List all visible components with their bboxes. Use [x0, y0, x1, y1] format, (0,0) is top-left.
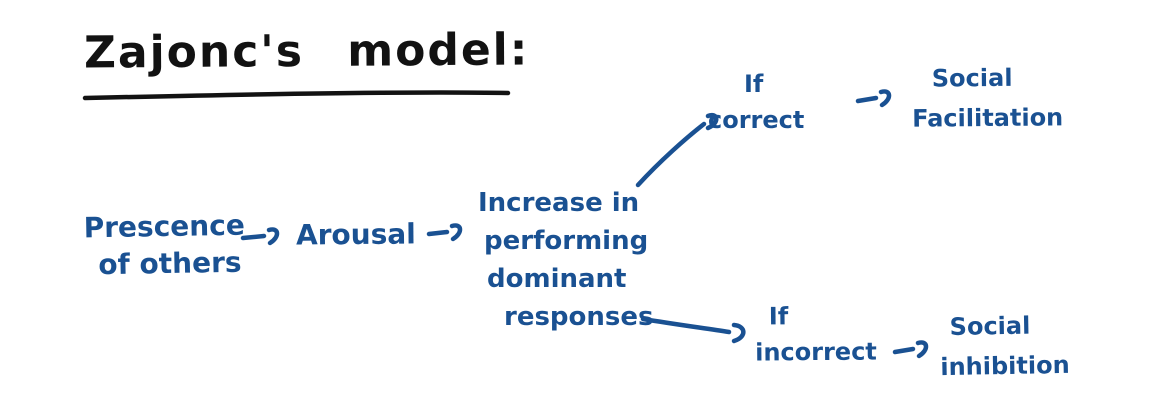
arrow-if-incorrect-to-inhibition [892, 340, 929, 359]
node-social-inhibition: Social inhibition [939, 305, 1070, 387]
node-if-correct-line1: If [744, 70, 764, 98]
node-presence-line1: Prescence [83, 208, 246, 245]
node-dominant-line4: responses [504, 302, 654, 332]
node-if-correct-line2: correct [708, 106, 805, 134]
node-presence-of-others: Prescence of others [83, 207, 245, 284]
node-facilitation-line1: Social [931, 63, 1013, 93]
node-arousal: Arousal [295, 217, 416, 252]
arrow-dominant-to-if-correct [635, 112, 719, 188]
node-if-incorrect-line2: incorrect [755, 337, 877, 367]
node-if-incorrect-line1: If [768, 302, 789, 331]
node-if-correct: If correct [708, 66, 804, 138]
node-social-facilitation: Social Facilitation [912, 57, 1064, 138]
node-inhibition-line1: Social [949, 311, 1031, 341]
arrow-if-correct-to-facilitation [855, 89, 892, 108]
node-dominant-line1: Increase in [478, 188, 640, 218]
node-inhibition-line2: inhibition [940, 350, 1070, 382]
node-dominant-line3: dominant [487, 264, 627, 294]
page-title: Zajonc's model: [83, 24, 530, 79]
node-dominant-responses: Increase in performing dominant response… [478, 184, 654, 336]
node-presence-line2: of others [98, 245, 242, 282]
node-dominant-line2: performing [484, 226, 649, 256]
arrow-presence-to-arousal [240, 227, 280, 246]
node-facilitation-line2: Facilitation [912, 103, 1064, 133]
arrow-arousal-to-dominant [426, 223, 463, 242]
title-underline [82, 90, 511, 101]
arrow-dominant-to-if-incorrect [640, 316, 746, 344]
node-if-incorrect: If incorrect [755, 297, 877, 370]
